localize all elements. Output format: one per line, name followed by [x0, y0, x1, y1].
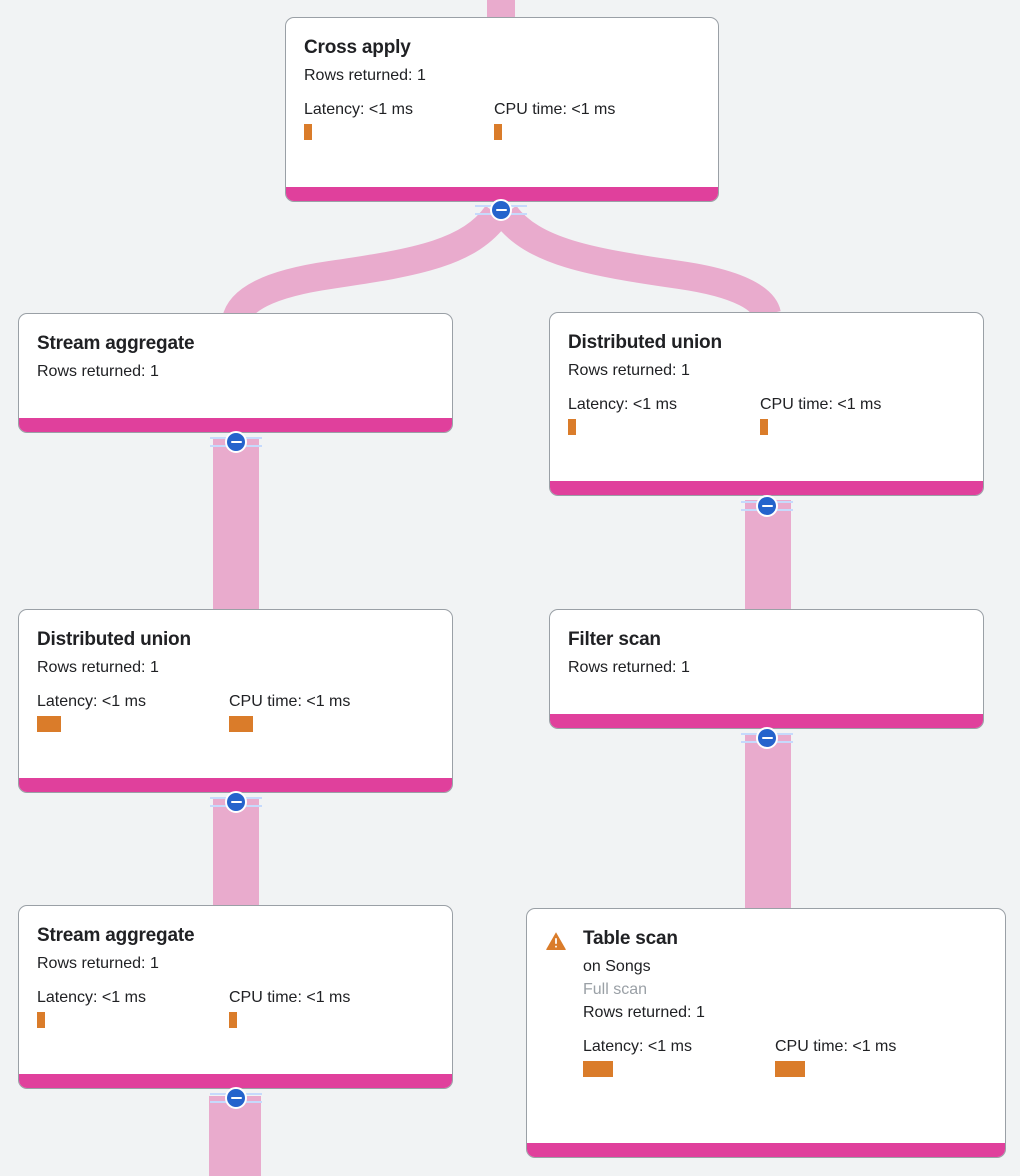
metric-latency-label: Latency: <1 ms [583, 1038, 692, 1055]
node-content: Filter scan Rows returned: 1 [568, 628, 965, 679]
node-title: Cross apply [304, 37, 411, 58]
metric-cpu-label: CPU time: <1 ms [229, 693, 351, 710]
node-title: Distributed union [37, 629, 191, 650]
node-metrics: Latency: <1 ms CPU time: <1 ms [568, 394, 965, 435]
node-title: Stream aggregate [37, 925, 195, 946]
node-filter-scan[interactable]: Filter scan Rows returned: 1 [549, 609, 984, 729]
metric-latency-bar [568, 419, 576, 435]
node-title: Table scan [583, 928, 678, 949]
collapse-toggle-distributed-union-left[interactable] [210, 789, 262, 815]
node-rows-returned: Rows returned: 1 [583, 1004, 705, 1021]
node-content: Cross apply Rows returned: 1 Latency: <1… [304, 36, 700, 140]
node-content: Table scan on Songs Full scan Rows retur… [583, 927, 987, 1077]
node-footer-bar [19, 418, 452, 432]
node-rows-returned: Rows returned: 1 [568, 362, 690, 379]
node-rows-returned: Rows returned: 1 [568, 659, 690, 676]
node-card: Cross apply Rows returned: 1 Latency: <1… [285, 17, 719, 202]
metric-cpu-bar [229, 716, 253, 732]
edge-filter-scan-to-table-scan [745, 733, 791, 913]
node-stream-aggregate-bottom[interactable]: Stream aggregate Rows returned: 1 Latenc… [18, 905, 453, 1089]
warning-icon [546, 932, 566, 950]
node-metrics: Latency: <1 ms CPU time: <1 ms [37, 987, 434, 1028]
metric-latency-bar [37, 716, 61, 732]
minus-icon [490, 199, 512, 221]
node-content: Stream aggregate Rows returned: 1 Latenc… [37, 924, 434, 1028]
node-card: Filter scan Rows returned: 1 [549, 609, 984, 729]
node-rows-returned: Rows returned: 1 [37, 659, 159, 676]
minus-icon [225, 1087, 247, 1109]
node-metrics: Latency: <1 ms CPU time: <1 ms [304, 99, 700, 140]
metric-latency-bar [304, 124, 312, 140]
metric-cpu-bar [760, 419, 768, 435]
node-content: Stream aggregate Rows returned: 1 [37, 332, 434, 383]
node-footer-bar [19, 778, 452, 792]
node-footer-bar [550, 481, 983, 495]
node-rows-returned: Rows returned: 1 [304, 67, 426, 84]
node-footer-bar [550, 714, 983, 728]
metric-latency-bar [37, 1012, 45, 1028]
node-distributed-union-left[interactable]: Distributed union Rows returned: 1 Laten… [18, 609, 453, 793]
node-title: Distributed union [568, 332, 722, 353]
metric-latency-bar [583, 1061, 613, 1077]
node-table-scan[interactable]: Table scan on Songs Full scan Rows retur… [526, 908, 1006, 1158]
node-card: Stream aggregate Rows returned: 1 [18, 313, 453, 433]
node-content: Distributed union Rows returned: 1 Laten… [568, 331, 965, 435]
node-stream-aggregate-top[interactable]: Stream aggregate Rows returned: 1 [18, 313, 453, 433]
metric-latency-label: Latency: <1 ms [37, 693, 146, 710]
edge-cross-apply-to-distributed-union [493, 205, 781, 319]
metric-cpu-label: CPU time: <1 ms [760, 396, 882, 413]
node-cross-apply[interactable]: Cross apply Rows returned: 1 Latency: <1… [285, 17, 719, 202]
metric-cpu: CPU time: <1 ms [229, 987, 350, 1028]
node-card: Distributed union Rows returned: 1 Laten… [18, 609, 453, 793]
metric-cpu: CPU time: <1 ms [775, 1036, 896, 1077]
collapse-toggle-cross-apply[interactable] [475, 197, 527, 223]
node-scan-type: Full scan [583, 981, 648, 998]
node-content: Distributed union Rows returned: 1 Laten… [37, 628, 434, 732]
minus-icon [225, 431, 247, 453]
minus-icon [756, 495, 778, 517]
node-title: Stream aggregate [37, 333, 195, 354]
metric-cpu-label: CPU time: <1 ms [494, 101, 616, 118]
node-rows-returned: Rows returned: 1 [37, 955, 159, 972]
node-footer-bar [527, 1143, 1005, 1157]
node-card: Table scan on Songs Full scan Rows retur… [526, 908, 1006, 1158]
collapse-toggle-distributed-union-right[interactable] [741, 493, 793, 519]
metric-latency: Latency: <1 ms [583, 1036, 775, 1077]
metric-latency: Latency: <1 ms [37, 987, 229, 1028]
metric-latency-label: Latency: <1 ms [304, 101, 413, 118]
edge-stream-aggregate-to-distributed-union [213, 437, 259, 622]
node-distributed-union-right[interactable]: Distributed union Rows returned: 1 Laten… [549, 312, 984, 496]
node-card: Stream aggregate Rows returned: 1 Latenc… [18, 905, 453, 1089]
metric-cpu-label: CPU time: <1 ms [229, 989, 351, 1006]
collapse-toggle-stream-aggregate-top[interactable] [210, 429, 262, 455]
minus-icon [756, 727, 778, 749]
node-metrics: Latency: <1 ms CPU time: <1 ms [583, 1036, 987, 1077]
minus-icon [225, 791, 247, 813]
collapse-toggle-filter-scan[interactable] [741, 725, 793, 751]
node-subtitle: on Songs [583, 958, 651, 975]
metric-cpu: CPU time: <1 ms [494, 99, 615, 140]
metric-cpu-bar [494, 124, 502, 140]
metric-cpu: CPU time: <1 ms [229, 691, 350, 732]
edge-cross-apply-to-stream-aggregate [222, 205, 509, 325]
node-rows-returned: Rows returned: 1 [37, 363, 159, 380]
node-card: Distributed union Rows returned: 1 Laten… [549, 312, 984, 496]
node-metrics: Latency: <1 ms CPU time: <1 ms [37, 691, 434, 732]
metric-latency-label: Latency: <1 ms [37, 989, 146, 1006]
metric-cpu-bar [229, 1012, 237, 1028]
node-footer-bar [19, 1074, 452, 1088]
metric-latency: Latency: <1 ms [37, 691, 229, 732]
warning-icon-wrap [545, 927, 583, 951]
collapse-toggle-stream-aggregate-bottom[interactable] [210, 1085, 262, 1111]
node-title: Filter scan [568, 629, 661, 650]
metric-latency-label: Latency: <1 ms [568, 396, 677, 413]
node-footer-bar [286, 187, 718, 201]
metric-cpu: CPU time: <1 ms [760, 394, 881, 435]
metric-cpu-label: CPU time: <1 ms [775, 1038, 897, 1055]
metric-latency: Latency: <1 ms [304, 99, 494, 140]
metric-latency: Latency: <1 ms [568, 394, 760, 435]
metric-cpu-bar [775, 1061, 805, 1077]
